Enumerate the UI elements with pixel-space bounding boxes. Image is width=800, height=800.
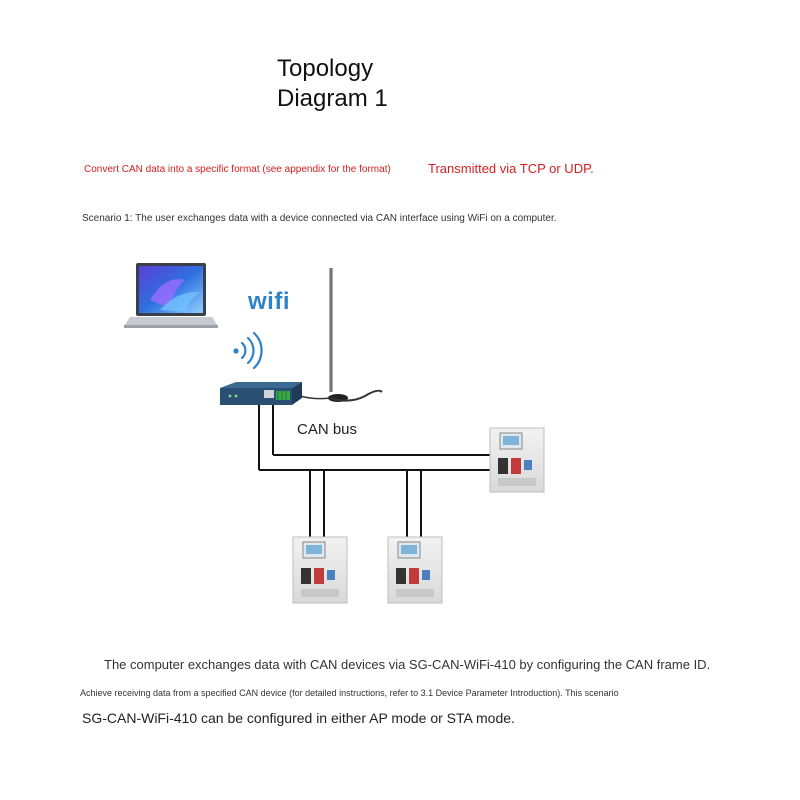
footer-line-3: SG-CAN-WiFi-410 can be configured in eit… [82, 710, 515, 726]
title-line-1: Topology [277, 55, 374, 82]
diagram-title: Topology Diagram 1 [277, 54, 388, 114]
gateway-device [220, 382, 302, 405]
wifi-label: wifi [248, 288, 290, 315]
title-line-2: Diagram 1 [277, 85, 388, 112]
can-bus-wiring [258, 405, 490, 537]
convert-note: Convert CAN data into a specific format … [84, 164, 391, 175]
transmit-note: Transmitted via TCP or UDP. [428, 161, 594, 176]
footer-line-2: Achieve receiving data from a specified … [80, 688, 619, 698]
footer-line-1: The computer exchanges data with CAN dev… [104, 657, 711, 672]
wifi-signal-icon [233, 331, 263, 370]
can-device-1 [489, 427, 545, 493]
scenario-text: Scenario 1: The user exchanges data with… [82, 213, 557, 224]
laptop-icon [124, 263, 218, 328]
can-device-3 [387, 536, 443, 604]
can-bus-label: CAN bus [297, 421, 358, 438]
antenna-icon [299, 268, 383, 402]
can-device-2 [292, 536, 348, 604]
